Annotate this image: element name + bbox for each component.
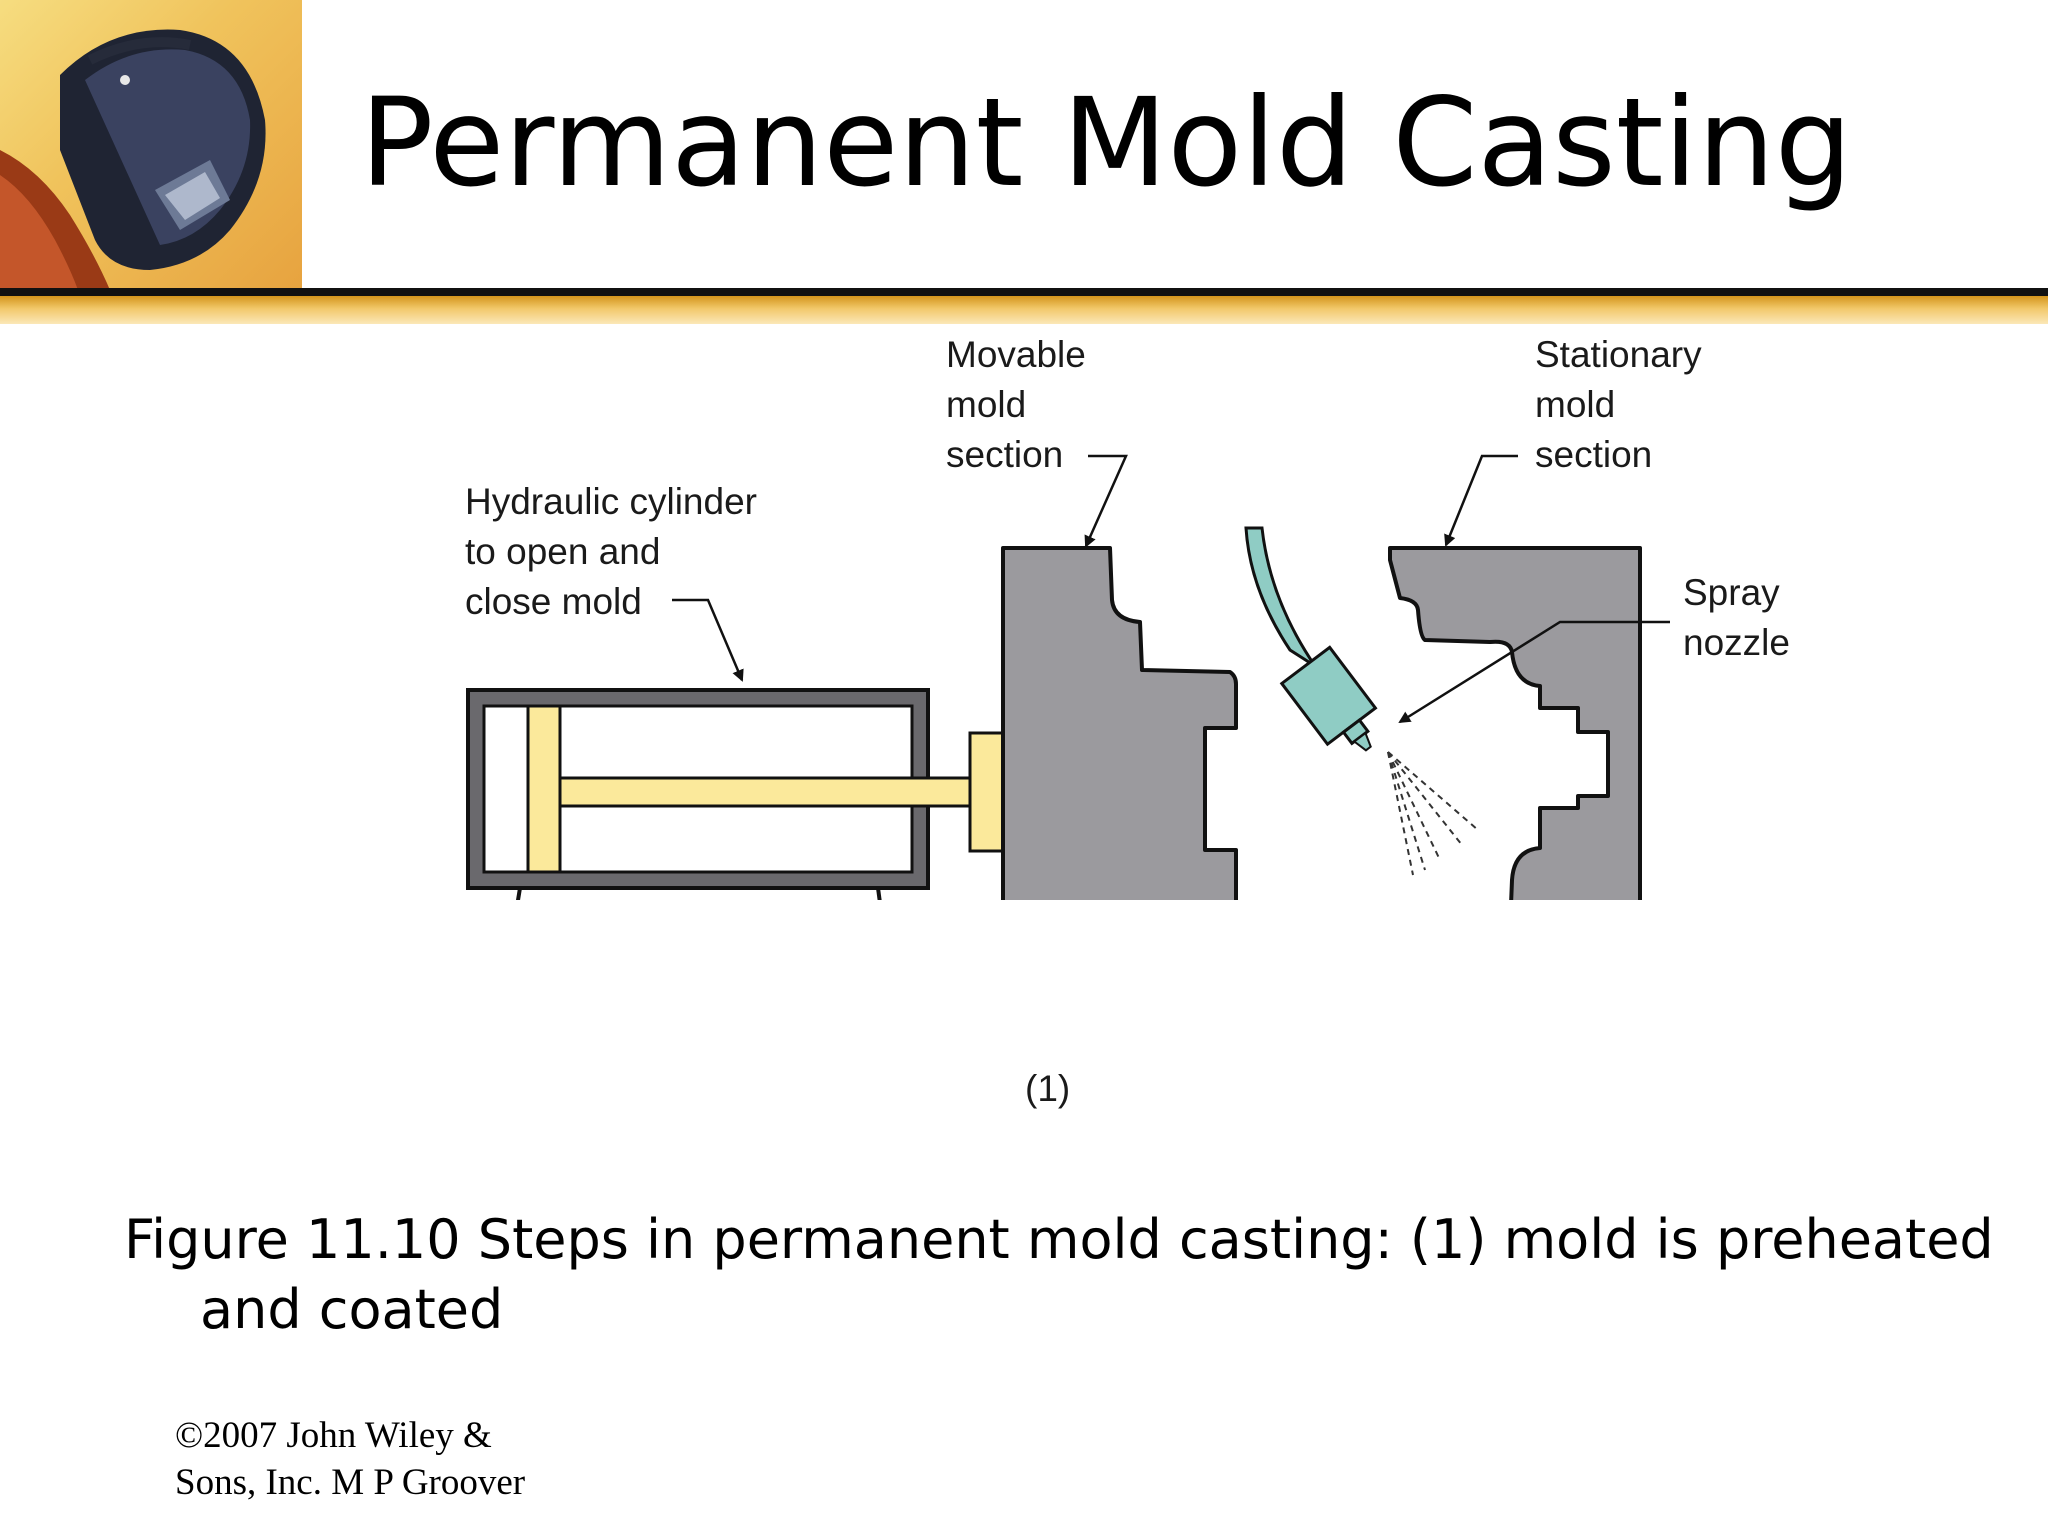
title-rule-dark bbox=[0, 288, 2048, 296]
spray-nozzle bbox=[1279, 645, 1378, 752]
hydraulic-cylinder-label: Hydraulic cylinder to open and close mol… bbox=[465, 481, 757, 622]
spray-nozzle-label: Spray nozzle bbox=[1683, 572, 1790, 663]
slide-title: Permanent Mold Casting bbox=[360, 72, 1853, 214]
piston-rod bbox=[558, 776, 972, 808]
welder-image bbox=[0, 0, 302, 290]
movable-mold-label: Movable mold section bbox=[946, 334, 1086, 475]
spray-mist bbox=[1387, 751, 1479, 876]
spray-hose bbox=[1244, 526, 1317, 668]
stationary-mold-label: Stationary mold section bbox=[1535, 334, 1702, 475]
leader-arrows bbox=[672, 454, 1670, 724]
stationary-mold-section bbox=[1388, 546, 1642, 900]
movable-mold-section bbox=[1001, 546, 1238, 900]
rod-flange bbox=[968, 731, 1005, 853]
piston bbox=[526, 704, 562, 874]
figure-caption: Figure 11.10 Steps in permanent mold cas… bbox=[124, 1208, 1994, 1341]
title-rule-gold bbox=[0, 296, 2048, 324]
permanent-mold-diagram bbox=[466, 454, 1670, 900]
copyright-notice: ©2007 John Wiley & Sons, Inc. M P Groove… bbox=[175, 1415, 526, 1503]
step-number-label: (1) bbox=[1025, 1068, 1071, 1109]
